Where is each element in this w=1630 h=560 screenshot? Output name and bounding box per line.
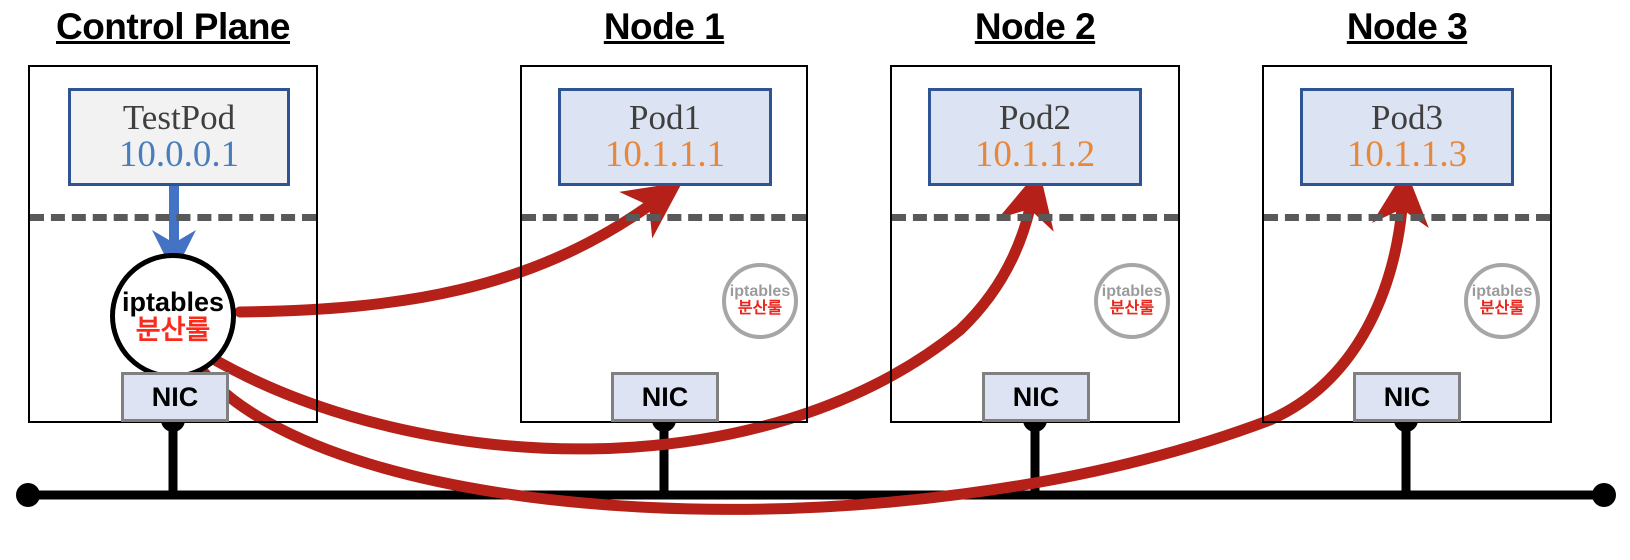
pod-name-pod2: Pod2 bbox=[999, 98, 1071, 138]
nic-box-node-3[interactable]: NIC bbox=[1353, 372, 1461, 422]
iptables-circle-node-1[interactable]: iptables 분산룰 bbox=[722, 263, 798, 339]
pod-ip-pod2: 10.1.1.2 bbox=[974, 133, 1096, 175]
iptables-rule-n1: 분산룰 bbox=[737, 300, 783, 317]
pod-name-testpod: TestPod bbox=[122, 98, 236, 138]
iptables-label-n2: iptables bbox=[1101, 283, 1163, 301]
red-traffic-arrows bbox=[194, 168, 1429, 515]
bus-endpoint-left-dot bbox=[16, 483, 40, 507]
iptables-circle-node-3[interactable]: iptables 분산룰 bbox=[1464, 263, 1540, 339]
userspace-separator-cp bbox=[30, 214, 316, 221]
node-box-node-1 bbox=[520, 65, 808, 423]
red-arrow-to-pod1 bbox=[234, 182, 683, 318]
iptables-rule-cp: 분산룰 bbox=[135, 315, 211, 345]
iptables-rule-n3: 분산룰 bbox=[1479, 300, 1525, 317]
iptables-label-n3: iptables bbox=[1471, 283, 1533, 301]
pod-ip-testpod: 10.0.0.1 bbox=[118, 133, 240, 175]
node-box-node-2 bbox=[890, 65, 1180, 423]
pod-box-testpod[interactable]: TestPod 10.0.0.1 bbox=[68, 88, 290, 186]
nic-box-control-plane[interactable]: NIC bbox=[121, 372, 229, 422]
pod-box-pod3[interactable]: Pod3 10.1.1.3 bbox=[1300, 88, 1514, 186]
node-box-control-plane bbox=[28, 65, 318, 423]
red-arrow-to-pod3 bbox=[194, 168, 1429, 515]
userspace-separator-n3 bbox=[1264, 214, 1550, 221]
userspace-separator-n1 bbox=[522, 214, 806, 221]
iptables-circle-node-2[interactable]: iptables 분산룰 bbox=[1094, 263, 1170, 339]
title-node-3: Node 3 bbox=[1346, 6, 1468, 47]
nic-box-node-2[interactable]: NIC bbox=[982, 372, 1090, 422]
iptables-label-n1: iptables bbox=[729, 283, 791, 301]
iptables-label-cp: iptables bbox=[121, 286, 225, 317]
title-control-plane: Control Plane bbox=[55, 6, 291, 47]
pod-ip-pod1: 10.1.1.1 bbox=[604, 133, 726, 175]
iptables-circle-control-plane[interactable]: iptables 분산룰 bbox=[110, 253, 236, 379]
red-arrow-to-pod2 bbox=[209, 169, 1054, 455]
nic-box-node-1[interactable]: NIC bbox=[611, 372, 719, 422]
bus-endpoint-right-dot bbox=[1592, 483, 1616, 507]
pod-box-pod2[interactable]: Pod2 10.1.1.2 bbox=[928, 88, 1142, 186]
iptables-rule-n2: 분산룰 bbox=[1109, 300, 1155, 317]
pod-ip-pod3: 10.1.1.3 bbox=[1346, 133, 1468, 175]
pod-name-pod3: Pod3 bbox=[1371, 98, 1443, 138]
pod-name-pod1: Pod1 bbox=[629, 98, 701, 138]
title-node-1: Node 1 bbox=[603, 6, 725, 47]
node-box-node-3 bbox=[1262, 65, 1552, 423]
userspace-separator-n2 bbox=[892, 214, 1178, 221]
title-node-2: Node 2 bbox=[974, 6, 1096, 47]
pod-box-pod1[interactable]: Pod1 10.1.1.1 bbox=[558, 88, 772, 186]
